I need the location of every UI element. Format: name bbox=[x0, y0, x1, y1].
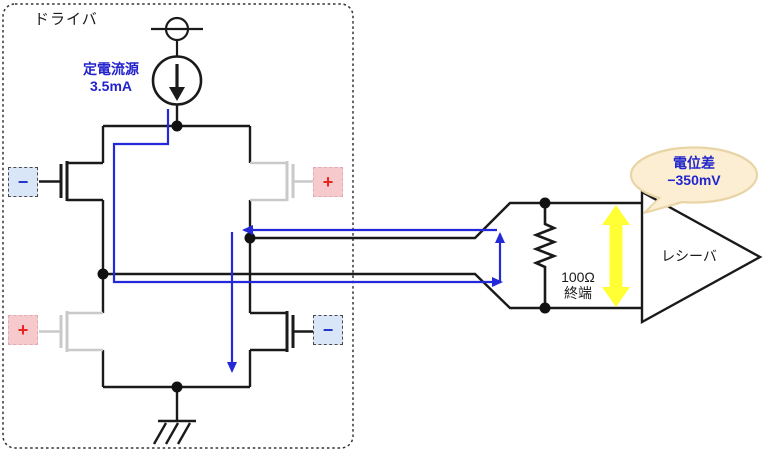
minus-sign: − bbox=[17, 172, 29, 192]
minus-sign: − bbox=[322, 320, 334, 340]
driver-label: ドライバ bbox=[34, 11, 98, 28]
transistor-top-left bbox=[39, 161, 103, 202]
receiver-label: レシーバ bbox=[661, 248, 717, 264]
plus-sign: + bbox=[17, 320, 29, 340]
bubble-label: 電位差 −350mV bbox=[650, 155, 738, 189]
speech-bubble bbox=[629, 146, 759, 214]
termination-value: 100Ω bbox=[561, 269, 595, 285]
ground-icon bbox=[152, 387, 196, 445]
input-sign-bottom-right: − bbox=[313, 315, 343, 345]
plus-sign: + bbox=[322, 172, 334, 192]
receiver-triangle bbox=[640, 189, 763, 325]
transistor-bottom-right bbox=[250, 311, 313, 352]
current-flow-path bbox=[112, 109, 505, 373]
current-source-icon bbox=[151, 55, 203, 126]
current-source-label: 定電流源 3.5mA bbox=[66, 61, 156, 95]
voltage-arrow bbox=[602, 205, 630, 307]
termination-resistor-icon bbox=[532, 203, 558, 308]
termination-text: 終端 bbox=[564, 285, 592, 301]
input-sign-top-left: − bbox=[8, 167, 38, 197]
input-sign-bottom-left: + bbox=[8, 315, 38, 345]
current-source-name: 定電流源 bbox=[83, 61, 139, 77]
bubble-value: −350mV bbox=[667, 172, 721, 188]
transistor-top-right bbox=[250, 161, 313, 202]
transmission-lines bbox=[103, 201, 642, 310]
input-sign-top-right: + bbox=[313, 167, 343, 197]
current-source-value: 3.5mA bbox=[89, 78, 133, 94]
supply-terminal-icon bbox=[151, 16, 203, 57]
driver-wires bbox=[101, 124, 252, 389]
transistor-bottom-left bbox=[39, 311, 103, 352]
junction-dots bbox=[97, 120, 551, 393]
termination-label: 100Ω 終端 bbox=[550, 269, 606, 301]
bubble-title: 電位差 bbox=[673, 155, 715, 171]
